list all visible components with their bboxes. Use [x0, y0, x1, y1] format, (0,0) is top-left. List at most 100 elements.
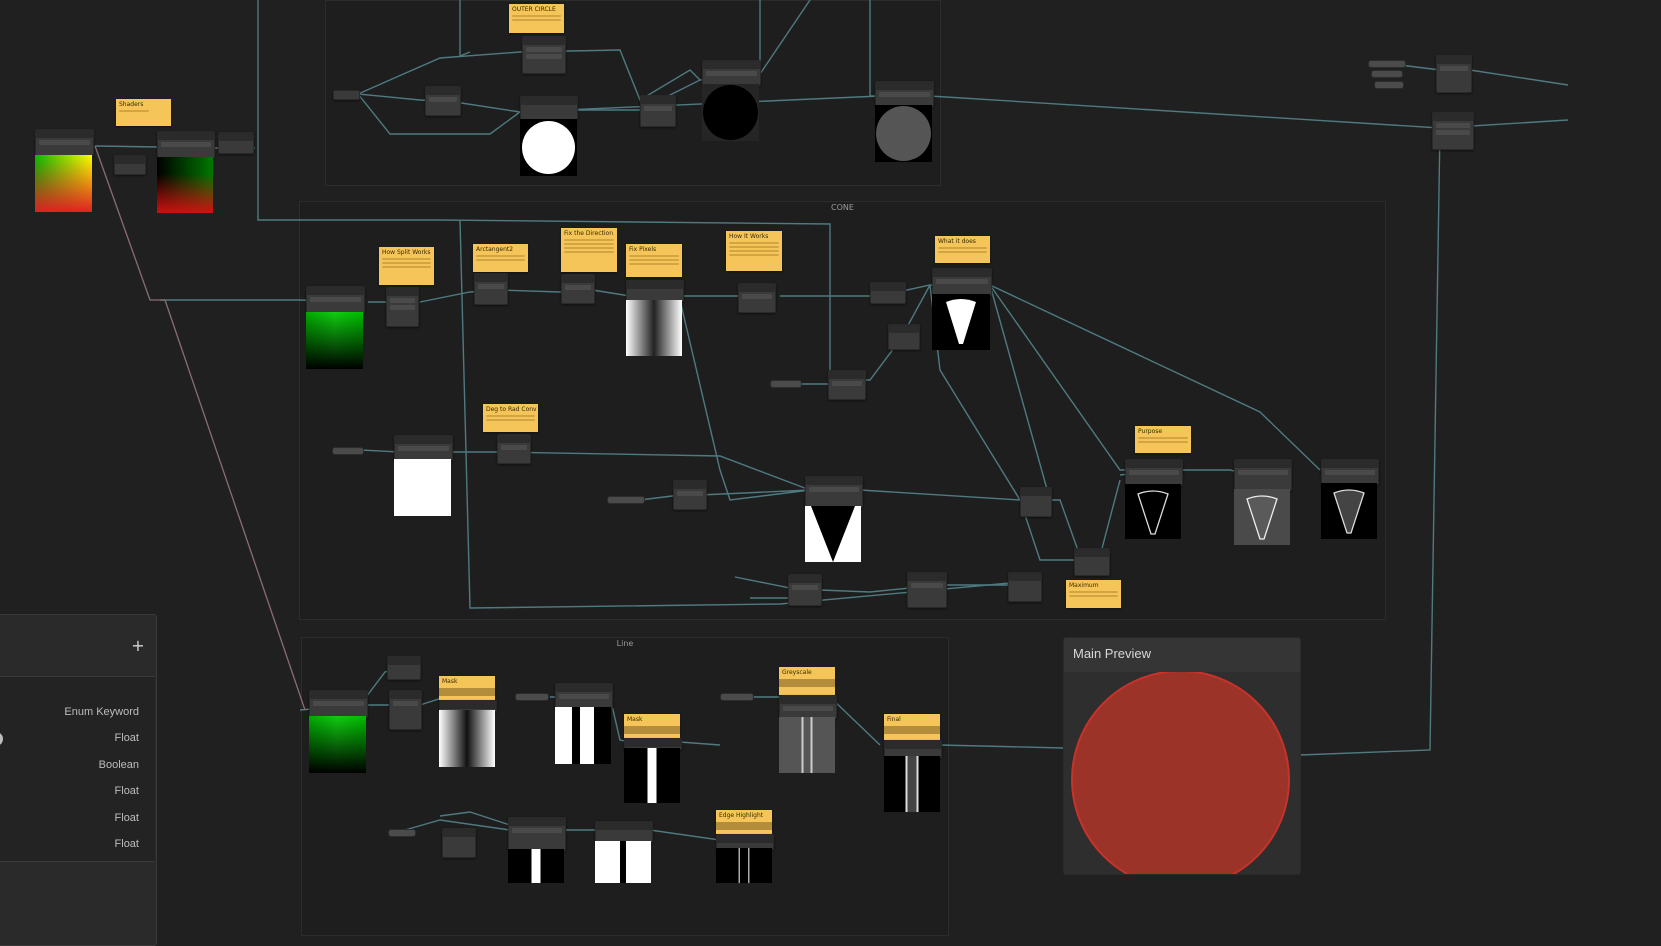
- sticky-note-how-it-works[interactable]: How It Works: [726, 231, 782, 271]
- sticky-note-edge-highlight[interactable]: Edge Highlight: [716, 810, 772, 834]
- split-node-line[interactable]: [389, 690, 422, 730]
- absolute-node[interactable]: [626, 280, 684, 302]
- property-pill[interactable]: [770, 380, 802, 388]
- property-pill[interactable]: [1371, 70, 1403, 78]
- subtract-node-cone-2[interactable]: [673, 480, 707, 510]
- node-header: [443, 829, 475, 837]
- split-node[interactable]: [114, 155, 146, 175]
- subtract-node-cone[interactable]: [306, 286, 365, 314]
- node-header: [703, 61, 760, 69]
- lerp-node[interactable]: [788, 574, 822, 606]
- sticky-note-final[interactable]: Final: [884, 714, 940, 740]
- vector-node[interactable]: [394, 435, 453, 461]
- property-type-label[interactable]: Float: [114, 812, 139, 824]
- smoothstep-node-line[interactable]: [508, 817, 566, 851]
- comparison-node[interactable]: [522, 36, 566, 74]
- node-header: [806, 477, 862, 485]
- node-header: [908, 573, 946, 581]
- property-type-label[interactable]: Float: [114, 838, 139, 850]
- smoothstep-node-line-2[interactable]: [595, 821, 653, 843]
- property-pill[interactable]: [1374, 81, 1404, 89]
- cone-outline-shape: [1333, 489, 1365, 534]
- multiply-node-cone[interactable]: [932, 268, 992, 296]
- subtract-node[interactable]: [157, 131, 215, 159]
- sticky-note-greyscale[interactable]: Greyscale: [779, 667, 835, 695]
- property-pill[interactable]: [332, 447, 364, 455]
- circle-shape: [522, 121, 575, 174]
- maximum-node-2[interactable]: [1008, 572, 1042, 602]
- sticky-note-purpose[interactable]: Purpose: [1135, 426, 1191, 453]
- resize-handle[interactable]: [0, 732, 3, 746]
- multiply-node-line[interactable]: [442, 828, 476, 858]
- cone-outline-shape: [1137, 490, 1169, 535]
- sticky-note-maximum[interactable]: Maximum: [1066, 580, 1121, 608]
- maximum-node[interactable]: [1020, 487, 1052, 517]
- main-preview-viewport[interactable]: [1064, 672, 1300, 874]
- sticky-note-how-split-works[interactable]: How Split Works: [379, 247, 434, 285]
- multiply-node-p3[interactable]: [1321, 459, 1379, 485]
- circle-property-pill[interactable]: [333, 90, 360, 100]
- sticky-note-outer-circle[interactable]: OUTER CIRCLE: [509, 4, 564, 33]
- node-port: [559, 694, 609, 699]
- step-node-line[interactable]: [555, 683, 613, 709]
- property-pill[interactable]: [607, 496, 645, 504]
- add-node[interactable]: [875, 81, 934, 107]
- blackboard-panel[interactable]: + Enum Keyword Float Boolean Float Float…: [0, 614, 157, 946]
- sticky-note-mask-2[interactable]: Mask: [624, 714, 680, 738]
- blackboard-header: +: [0, 615, 155, 672]
- node-header: [627, 281, 683, 289]
- sticky-title: How It Works: [729, 233, 769, 240]
- split-node-cone[interactable]: [386, 287, 419, 327]
- sticky-note-deg-to-rad-conv[interactable]: Deg to Rad Conv: [483, 404, 538, 432]
- multiply-node-deg[interactable]: [497, 434, 531, 464]
- multiply-node-p1[interactable]: [1125, 459, 1183, 486]
- multiply-node[interactable]: [425, 86, 461, 116]
- property-type-label[interactable]: Float: [114, 732, 139, 744]
- subtract-node-line[interactable]: [309, 690, 368, 718]
- property-pill[interactable]: [515, 693, 549, 701]
- sticky-note-fix-pixels[interactable]: Fix Pixels: [626, 244, 682, 277]
- v-shape-preview: [805, 506, 861, 562]
- property-type-label[interactable]: Float: [114, 785, 139, 797]
- negate-node[interactable]: [561, 274, 595, 304]
- add-property-button[interactable]: +: [131, 636, 145, 655]
- property-type-label[interactable]: Boolean: [98, 759, 139, 771]
- line-group[interactable]: Line: [301, 637, 949, 936]
- property-type-label[interactable]: Enum Keyword: [64, 706, 139, 718]
- sticky-note-what-it-does[interactable]: What it does: [935, 236, 990, 263]
- sticky-note-shaders[interactable]: Shaders: [116, 99, 171, 126]
- length-node-line[interactable]: [387, 656, 421, 680]
- property-pill[interactable]: [388, 829, 416, 837]
- grey-node[interactable]: [779, 695, 837, 719]
- smoothstep-node[interactable]: [888, 324, 920, 350]
- one-minus-node-cone[interactable]: [870, 282, 906, 304]
- sticky-line: [729, 242, 779, 244]
- step-node[interactable]: [520, 96, 578, 120]
- main-preview-panel[interactable]: Main Preview: [1063, 637, 1301, 875]
- v-shape: [811, 506, 855, 562]
- node-port: [313, 701, 364, 706]
- combine-node[interactable]: [1432, 112, 1474, 150]
- sticky-title: Fix the Direction: [564, 230, 613, 237]
- smoothstep-node-cone[interactable]: [805, 476, 863, 508]
- sticky-line: [629, 263, 679, 265]
- add-node-p2[interactable]: [1234, 459, 1292, 491]
- sticky-note-fix-the-direction[interactable]: Fix the Direction: [561, 228, 617, 272]
- step-node-cone[interactable]: [738, 283, 776, 313]
- step-node-cone-2[interactable]: [828, 370, 866, 400]
- arctangent2-node[interactable]: [474, 273, 508, 305]
- sticky-band: [779, 679, 835, 687]
- output-node[interactable]: [1436, 55, 1472, 93]
- sticky-note-mask-1[interactable]: Mask: [439, 676, 495, 700]
- one-minus-node[interactable]: [640, 95, 676, 127]
- sticky-note-arctangent2[interactable]: Arctangent2: [473, 244, 528, 272]
- sticky-line: [486, 419, 535, 421]
- smoothstep-node-cone-2[interactable]: [907, 572, 947, 608]
- length-node[interactable]: [218, 132, 254, 154]
- multiply-node-2[interactable]: [702, 60, 761, 86]
- uv-node[interactable]: [35, 129, 94, 156]
- property-pill[interactable]: [720, 693, 754, 701]
- add-node-cone[interactable]: [1074, 548, 1110, 576]
- property-pill[interactable]: [1368, 60, 1406, 68]
